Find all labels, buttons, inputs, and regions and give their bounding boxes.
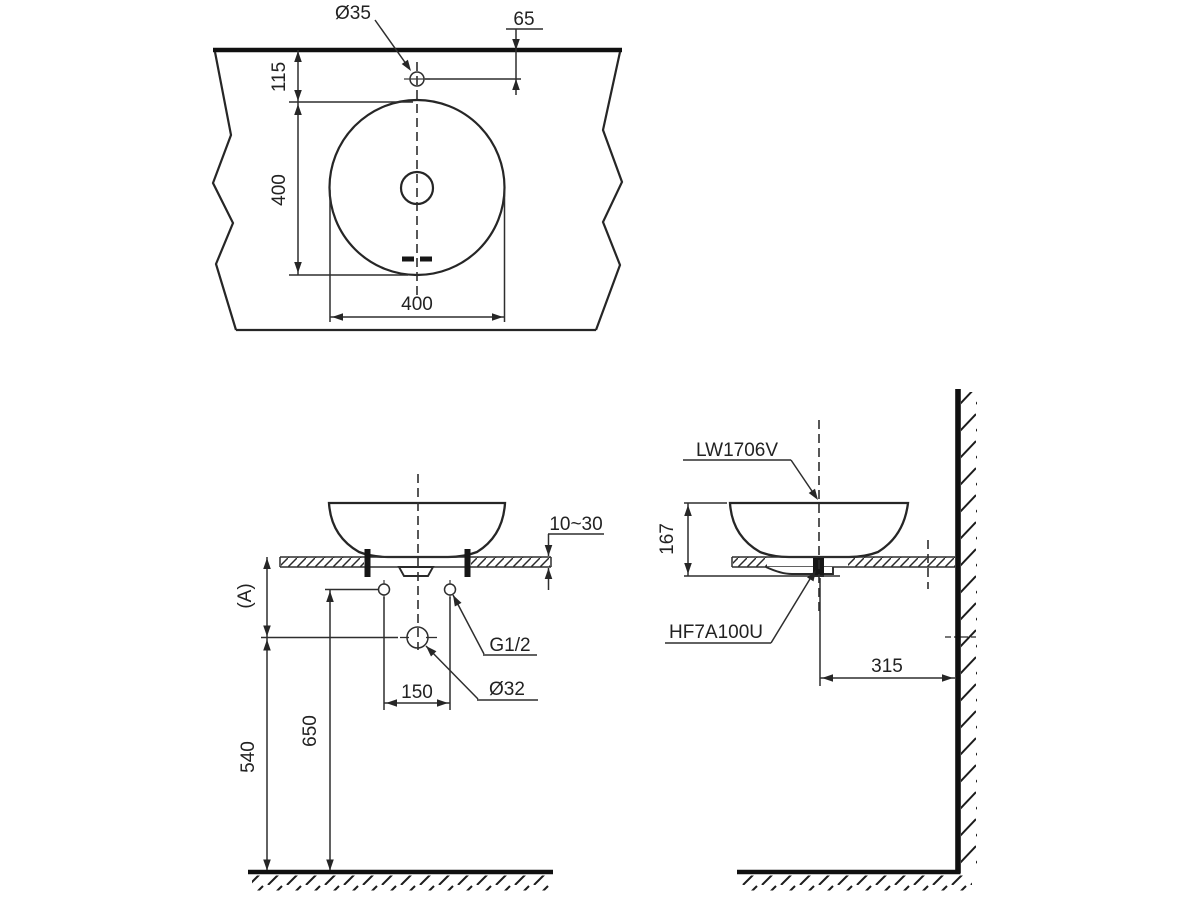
counter-thickness-label: 10~30 — [549, 514, 602, 535]
basin-height-label: 167 — [657, 523, 678, 555]
supply-point-right — [443, 583, 457, 596]
drain-outlet-front — [406, 626, 429, 649]
counter-break-line-right — [594, 51, 624, 331]
dim-drain-height: 540 — [238, 639, 271, 871]
side-view: LW1706V 167 HF7A100U 315 — [657, 389, 977, 891]
dim-supply-spacing: 150 — [383, 597, 451, 710]
supply-height-label: 650 — [300, 715, 321, 747]
front-view: (A) 540 650 G1/2 — [235, 474, 604, 891]
dim-edge-to-basin: 115 — [269, 50, 413, 103]
drain-model-label: HF7A100U — [669, 622, 763, 643]
supply-point-left — [377, 583, 391, 596]
mounting-bolt-right — [464, 549, 471, 577]
drain-size-label: Ø32 — [489, 679, 525, 700]
label-drain-model: HF7A100U — [665, 570, 816, 644]
dim-faucet-offset: 65 — [425, 9, 543, 95]
faucet-hole-diameter-label: Ø35 — [335, 3, 371, 24]
counter-break-line-left — [211, 51, 238, 331]
drain-to-wall-label: 315 — [871, 656, 903, 677]
wall-hatch — [961, 392, 977, 872]
basin-depth-label: 400 — [269, 174, 290, 206]
counter-hatch-right — [471, 557, 550, 567]
faucet-offset-label: 65 — [513, 9, 534, 30]
supply-size-label: G1/2 — [489, 635, 530, 656]
supply-spacing-label: 150 — [401, 682, 433, 703]
basin-front-outline — [327, 501, 507, 559]
floor-hatch-front — [252, 875, 552, 891]
edge-to-basin-label: 115 — [269, 62, 290, 92]
drain-height-label: 540 — [238, 741, 259, 773]
dim-counter-thickness: 10~30 — [544, 514, 604, 590]
drain-flange-front — [397, 566, 435, 577]
dim-drain-to-wall: 315 — [819, 578, 955, 686]
dim-supply-height: 650 — [300, 588, 378, 871]
supply-center-ticks — [383, 580, 451, 599]
counter-hatch-left — [281, 557, 364, 567]
dim-counter-offset-A: (A) — [235, 557, 271, 871]
floor-hatch-side — [742, 875, 972, 891]
basin-width-label: 400 — [401, 294, 433, 315]
dim-faucet-hole-diameter: Ø35 — [335, 3, 411, 71]
counter-hatch-side-left — [733, 557, 767, 567]
label-supply-size: G1/2 — [452, 594, 537, 656]
label-model: LW1706V — [683, 440, 818, 500]
counter-offset-label: (A) — [235, 583, 256, 608]
dim-basin-width: 400 — [329, 190, 506, 322]
label-drain-size: Ø32 — [425, 645, 538, 701]
top-view: Ø35 65 115 400 — [211, 3, 624, 332]
mounting-bolt-left — [364, 549, 371, 577]
model-label: LW1706V — [696, 440, 778, 461]
counter-hatch-side-right — [848, 557, 955, 567]
dim-basin-depth: 400 — [269, 102, 408, 276]
